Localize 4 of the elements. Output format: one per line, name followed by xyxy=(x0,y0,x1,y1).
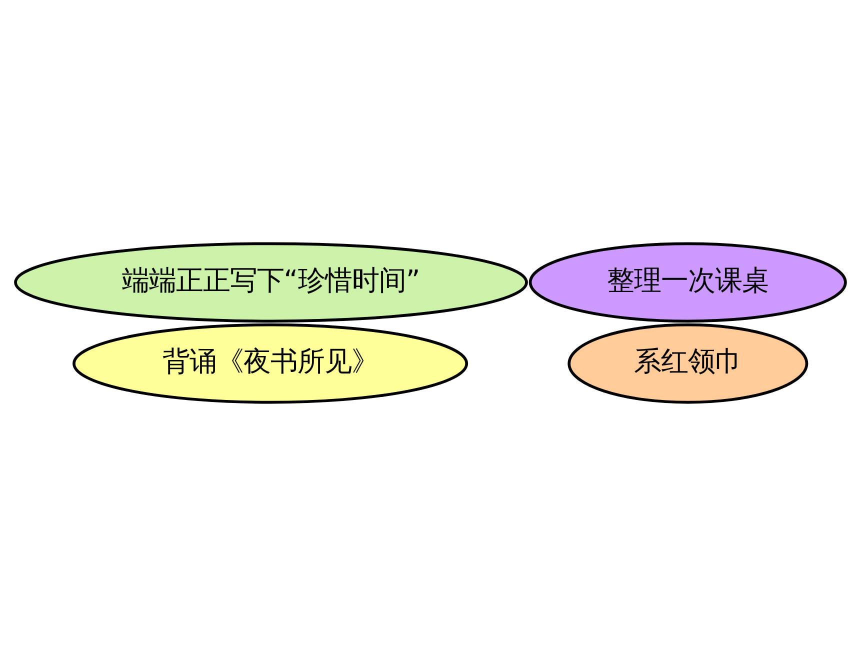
node-ellipse: 整理一次课桌 xyxy=(528,242,846,322)
node-ellipse: 端端正正写下“珍惜时间” xyxy=(14,242,528,322)
node-ellipse: 系红领巾 xyxy=(567,322,808,404)
node-ellipse: 背诵《夜书所见》 xyxy=(72,322,468,404)
